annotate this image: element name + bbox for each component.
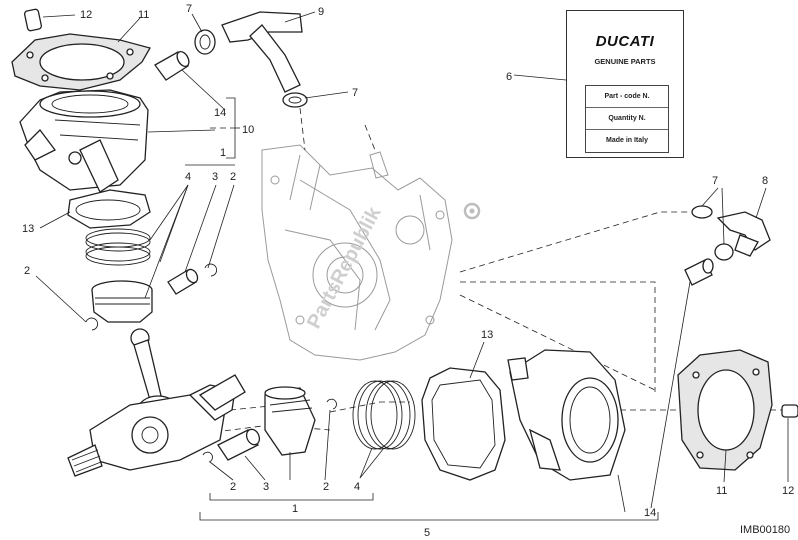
leader-lines: [35, 11, 789, 521]
genuine-parts-tagline: GENUINE PARTS: [594, 57, 656, 66]
circlip-bottom-left: [202, 451, 213, 463]
callout-14-bottom: 14: [644, 507, 656, 519]
callout-12-top: 12: [80, 9, 92, 21]
base-gasket-left: [67, 189, 151, 229]
callout-13-left: 13: [22, 223, 34, 235]
image-code: IMB00180: [740, 524, 791, 536]
hose-clamp-top: [194, 29, 216, 55]
circlip-bottom-mid: [326, 398, 337, 410]
head-gasket-bottom: [677, 349, 773, 471]
circlip-left-upper: [204, 263, 218, 277]
genuine-parts-card: DUCATI GENUINE PARTS Part - code N. Quan…: [566, 10, 684, 158]
piston-rings-left: [85, 228, 151, 266]
hose-clamp-right-a: [691, 205, 713, 219]
label-row-part-code: Part - code N.: [586, 86, 668, 108]
callout-7-right: 7: [712, 175, 718, 187]
callout-5: 5: [424, 527, 430, 539]
callout-3-upper: 3: [212, 171, 218, 183]
callout-12-bottom: 12: [782, 485, 794, 497]
watermark-text: PartsRepublik: [303, 203, 386, 333]
union-fitting-right: [684, 258, 714, 286]
callout-6: 6: [506, 71, 512, 83]
water-pipe-right: [716, 211, 771, 257]
callout-14-top: 14: [214, 107, 226, 119]
callout-1-top: 1: [220, 147, 226, 159]
hose-clamp-right-b: [714, 243, 734, 261]
crankshaft: [67, 374, 246, 477]
callout-2-left: 2: [24, 265, 30, 277]
callout-2-bottom-mid: 2: [323, 481, 329, 493]
head-gasket-top: [11, 33, 151, 91]
piston-pin-bottom: [217, 428, 261, 461]
label-row-quantity: Quantity N.: [586, 108, 668, 130]
base-gasket-bottom: [421, 367, 506, 481]
callout-11-top: 11: [138, 9, 149, 21]
piston-bottom: [264, 386, 316, 456]
callout-7-top: 7: [186, 3, 192, 15]
callout-8: 8: [762, 175, 768, 187]
callout-10: 10: [242, 124, 254, 136]
callout-13-mid: 13: [481, 329, 493, 341]
callout-4-upper: 4: [185, 171, 191, 183]
callout-7-mid: 7: [352, 87, 358, 99]
cylinder-top: [19, 89, 149, 193]
cylinder-bottom: [507, 349, 626, 481]
piston-left: [91, 280, 153, 323]
callout-2-upper: 2: [230, 171, 236, 183]
piston-rings-bottom: [352, 380, 416, 450]
callout-11-bottom: 11: [716, 485, 727, 497]
water-pipe-top: [221, 11, 303, 93]
label-row-made-in: Made in Italy: [605, 137, 648, 144]
ducati-logo: DUCATI: [595, 33, 655, 50]
circlip-left-lower: [85, 317, 99, 331]
callout-4-bottom: 4: [354, 481, 360, 493]
hose-clamp-mid: [282, 92, 308, 108]
union-fitting-top: [154, 50, 190, 81]
callout-labels: 12 11 7 9 7 6 14 10 1 4 3 2 13 2 7 8 13 …: [22, 3, 794, 539]
watermark-gear-icon: [463, 202, 481, 220]
label-box: Part - code N. Quantity N. Made in Italy: [585, 85, 669, 153]
dowel-pin-bottom: [781, 404, 798, 418]
callout-3-bottom: 3: [263, 481, 269, 493]
piston-pin-left: [167, 268, 199, 295]
dowel-pin-top: [23, 8, 43, 32]
callout-9: 9: [318, 6, 324, 18]
callout-2-bottom-left: 2: [230, 481, 236, 493]
crankcase-cover: [261, 144, 453, 361]
callout-1-bottom: 1: [292, 503, 298, 515]
